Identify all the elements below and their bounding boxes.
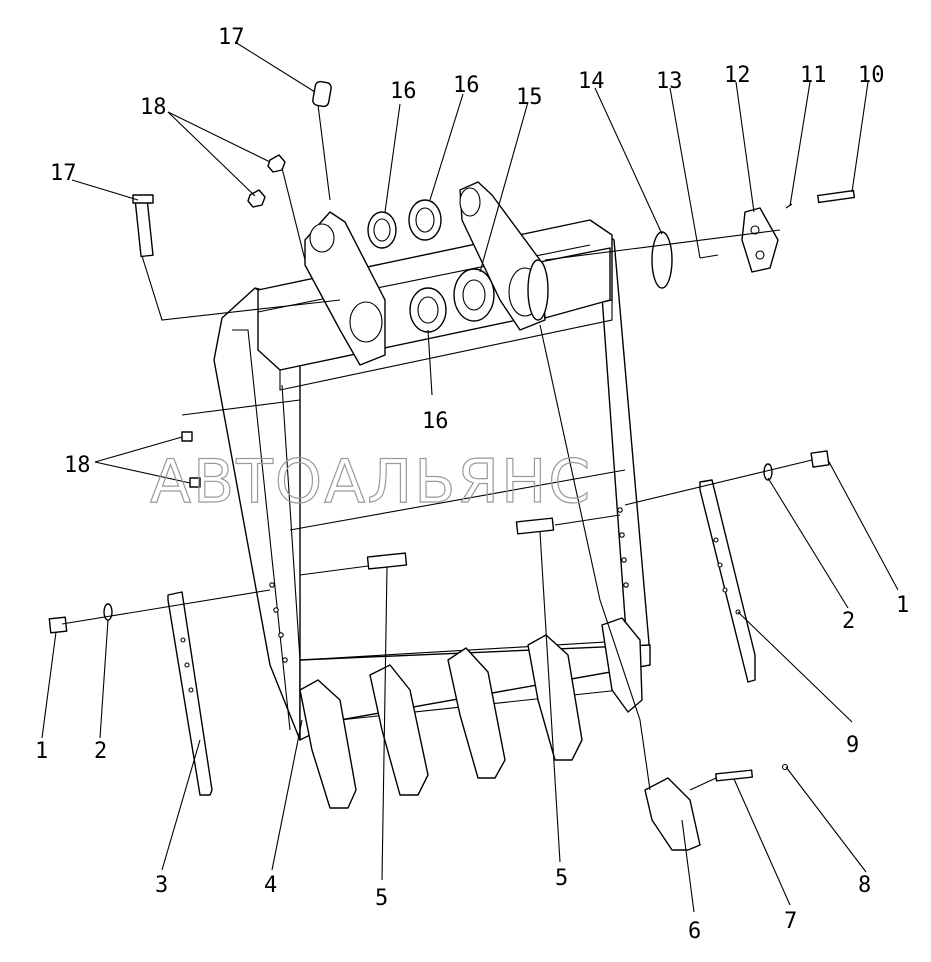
side-cutter-left xyxy=(48,589,271,796)
callout-7: 7 xyxy=(784,909,797,934)
pin-assembly-right xyxy=(527,189,856,321)
callout-11: 11 xyxy=(800,63,827,88)
callout-16: 16 xyxy=(422,409,449,434)
side-cutter-right xyxy=(624,450,830,683)
mounting-lugs xyxy=(304,181,546,366)
callout-2: 2 xyxy=(94,739,107,764)
bucket-teeth xyxy=(299,324,789,851)
callout-13: 13 xyxy=(656,69,683,94)
leader-lines xyxy=(41,41,899,913)
callout-10: 10 xyxy=(858,63,885,88)
callout-17: 17 xyxy=(218,25,245,50)
watermark-text: АВТОАЛЬЯНС xyxy=(150,447,592,517)
callout-1: 1 xyxy=(896,593,909,618)
callout-8: 8 xyxy=(858,873,871,898)
bolts-top xyxy=(132,80,341,321)
callout-16: 16 xyxy=(453,73,480,98)
callout-9: 9 xyxy=(846,733,859,758)
callout-6: 6 xyxy=(688,919,701,944)
callout-5: 5 xyxy=(555,866,568,891)
callout-17: 17 xyxy=(50,161,77,186)
callout-2: 2 xyxy=(842,609,855,634)
callout-3: 3 xyxy=(155,873,168,898)
callout-5: 5 xyxy=(375,886,388,911)
callout-16: 16 xyxy=(390,79,417,104)
callout-15: 15 xyxy=(516,85,543,110)
callout-18: 18 xyxy=(140,95,167,120)
callout-4: 4 xyxy=(264,873,277,898)
callout-18: 18 xyxy=(64,453,91,478)
bolts-lower xyxy=(181,399,626,576)
callout-labels: 17 18 17 16 16 15 14 13 12 11 10 16 18 1… xyxy=(35,25,909,944)
callout-1: 1 xyxy=(35,739,48,764)
callout-14: 14 xyxy=(578,69,605,94)
callout-12: 12 xyxy=(724,63,751,88)
